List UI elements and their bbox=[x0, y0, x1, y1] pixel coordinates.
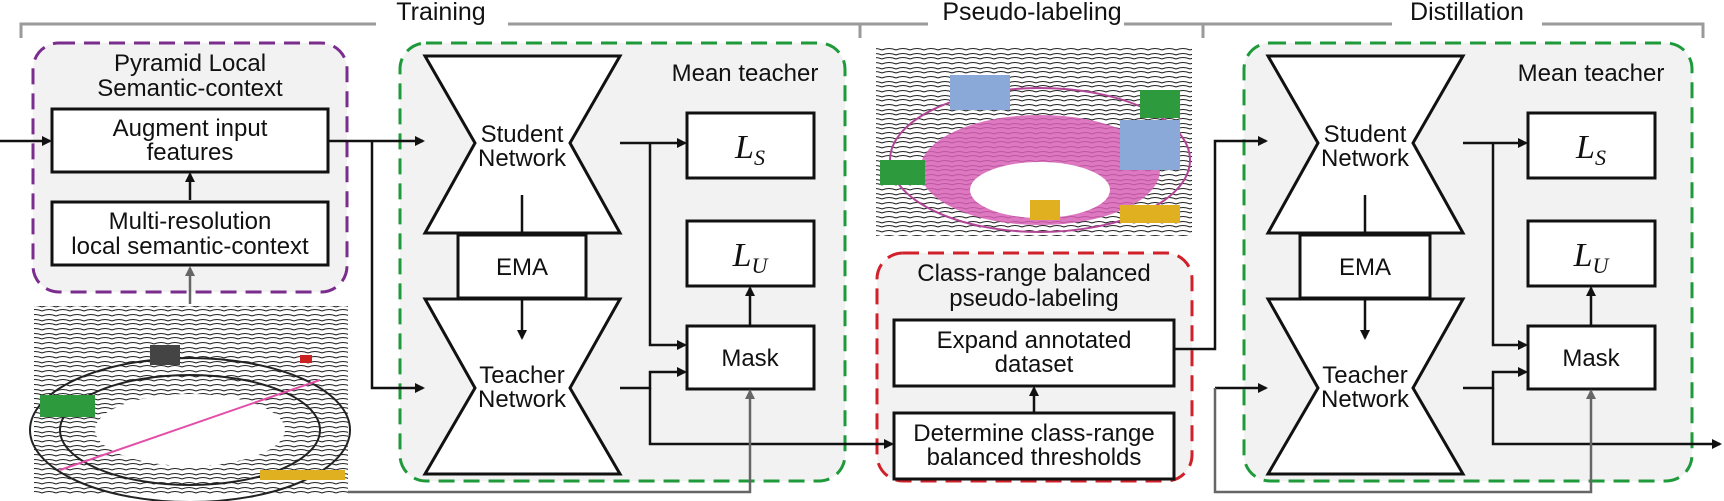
augment-line1: Augment input bbox=[113, 115, 268, 142]
loss-u-box-train bbox=[685, 219, 816, 288]
ema-train-label: EMA bbox=[496, 254, 548, 281]
mask-box-distill bbox=[1526, 324, 1657, 391]
loss-u-distill-label: LU bbox=[1573, 237, 1611, 278]
ema-box-train bbox=[456, 233, 588, 300]
connectors bbox=[0, 136, 1722, 494]
student-network-distill bbox=[1265, 54, 1466, 235]
plsc-title-line2: Semantic-context bbox=[97, 75, 283, 102]
loss-s-distill-label: LS bbox=[1575, 129, 1606, 170]
ema-distill-label: EMA bbox=[1339, 254, 1391, 281]
multires-box bbox=[50, 200, 330, 267]
crb-title-line1: Class-range balanced bbox=[917, 260, 1150, 287]
distill-bracket bbox=[1203, 22, 1705, 38]
teacher-distill-line1: Teacher bbox=[1322, 362, 1407, 389]
student-distill-line2: Network bbox=[1321, 145, 1410, 172]
training-label-bg bbox=[376, 0, 508, 26]
teacher-train-line2: Network bbox=[478, 386, 567, 413]
pseudo-bracket bbox=[860, 22, 1205, 38]
mask-distill-label: Mask bbox=[1562, 345, 1620, 372]
mt-train-title: Mean teacher bbox=[672, 60, 819, 87]
stage-training-label: Training bbox=[396, 0, 485, 26]
teacher-train-line1: Teacher bbox=[479, 362, 564, 389]
student-train-line1: Student bbox=[481, 121, 564, 148]
stage-pseudo-label: Pseudo-labeling bbox=[942, 0, 1121, 26]
student-network-train bbox=[422, 54, 623, 235]
mt-distill-title: Mean teacher bbox=[1518, 60, 1665, 87]
loss-s-box-train bbox=[685, 111, 816, 180]
loss-u-train-label: LU bbox=[732, 237, 770, 278]
student-train-line2: Network bbox=[478, 145, 567, 172]
training-bracket bbox=[19, 22, 862, 38]
plsc-title-line1: Pyramid Local bbox=[114, 50, 266, 77]
pseudo-label-bg bbox=[928, 0, 1124, 26]
lidar-scan-input-image bbox=[29, 306, 351, 501]
expand-dataset-box bbox=[892, 318, 1176, 388]
determine-line2: balanced thresholds bbox=[927, 444, 1142, 471]
loss-s-box-distill bbox=[1526, 111, 1657, 180]
teacher-network-distill bbox=[1265, 297, 1466, 476]
stage-distill-label: Distillation bbox=[1410, 0, 1524, 26]
teacher-network-train bbox=[422, 297, 623, 476]
lidar-scan-pseudo-labeled-image bbox=[876, 48, 1192, 236]
crb-title-line2: pseudo-labeling bbox=[949, 285, 1118, 312]
teacher-distill-line2: Network bbox=[1321, 386, 1410, 413]
stage-brackets: Training Pseudo-labeling Distillation bbox=[19, 0, 1705, 38]
expand-line1: Expand annotated bbox=[937, 327, 1132, 354]
loss-s-train-label: LS bbox=[734, 129, 765, 170]
augment-input-box bbox=[50, 107, 330, 174]
distill-label-bg bbox=[1392, 0, 1542, 26]
expand-line2: dataset bbox=[995, 351, 1074, 378]
multires-line1: Multi-resolution bbox=[109, 208, 272, 235]
ema-box-distill bbox=[1298, 233, 1432, 300]
student-distill-line1: Student bbox=[1324, 121, 1407, 148]
mask-train-label: Mask bbox=[721, 345, 779, 372]
multires-line2: local semantic-context bbox=[71, 233, 309, 260]
augment-line2: features bbox=[147, 139, 234, 166]
determine-line1: Determine class-range bbox=[913, 420, 1154, 447]
